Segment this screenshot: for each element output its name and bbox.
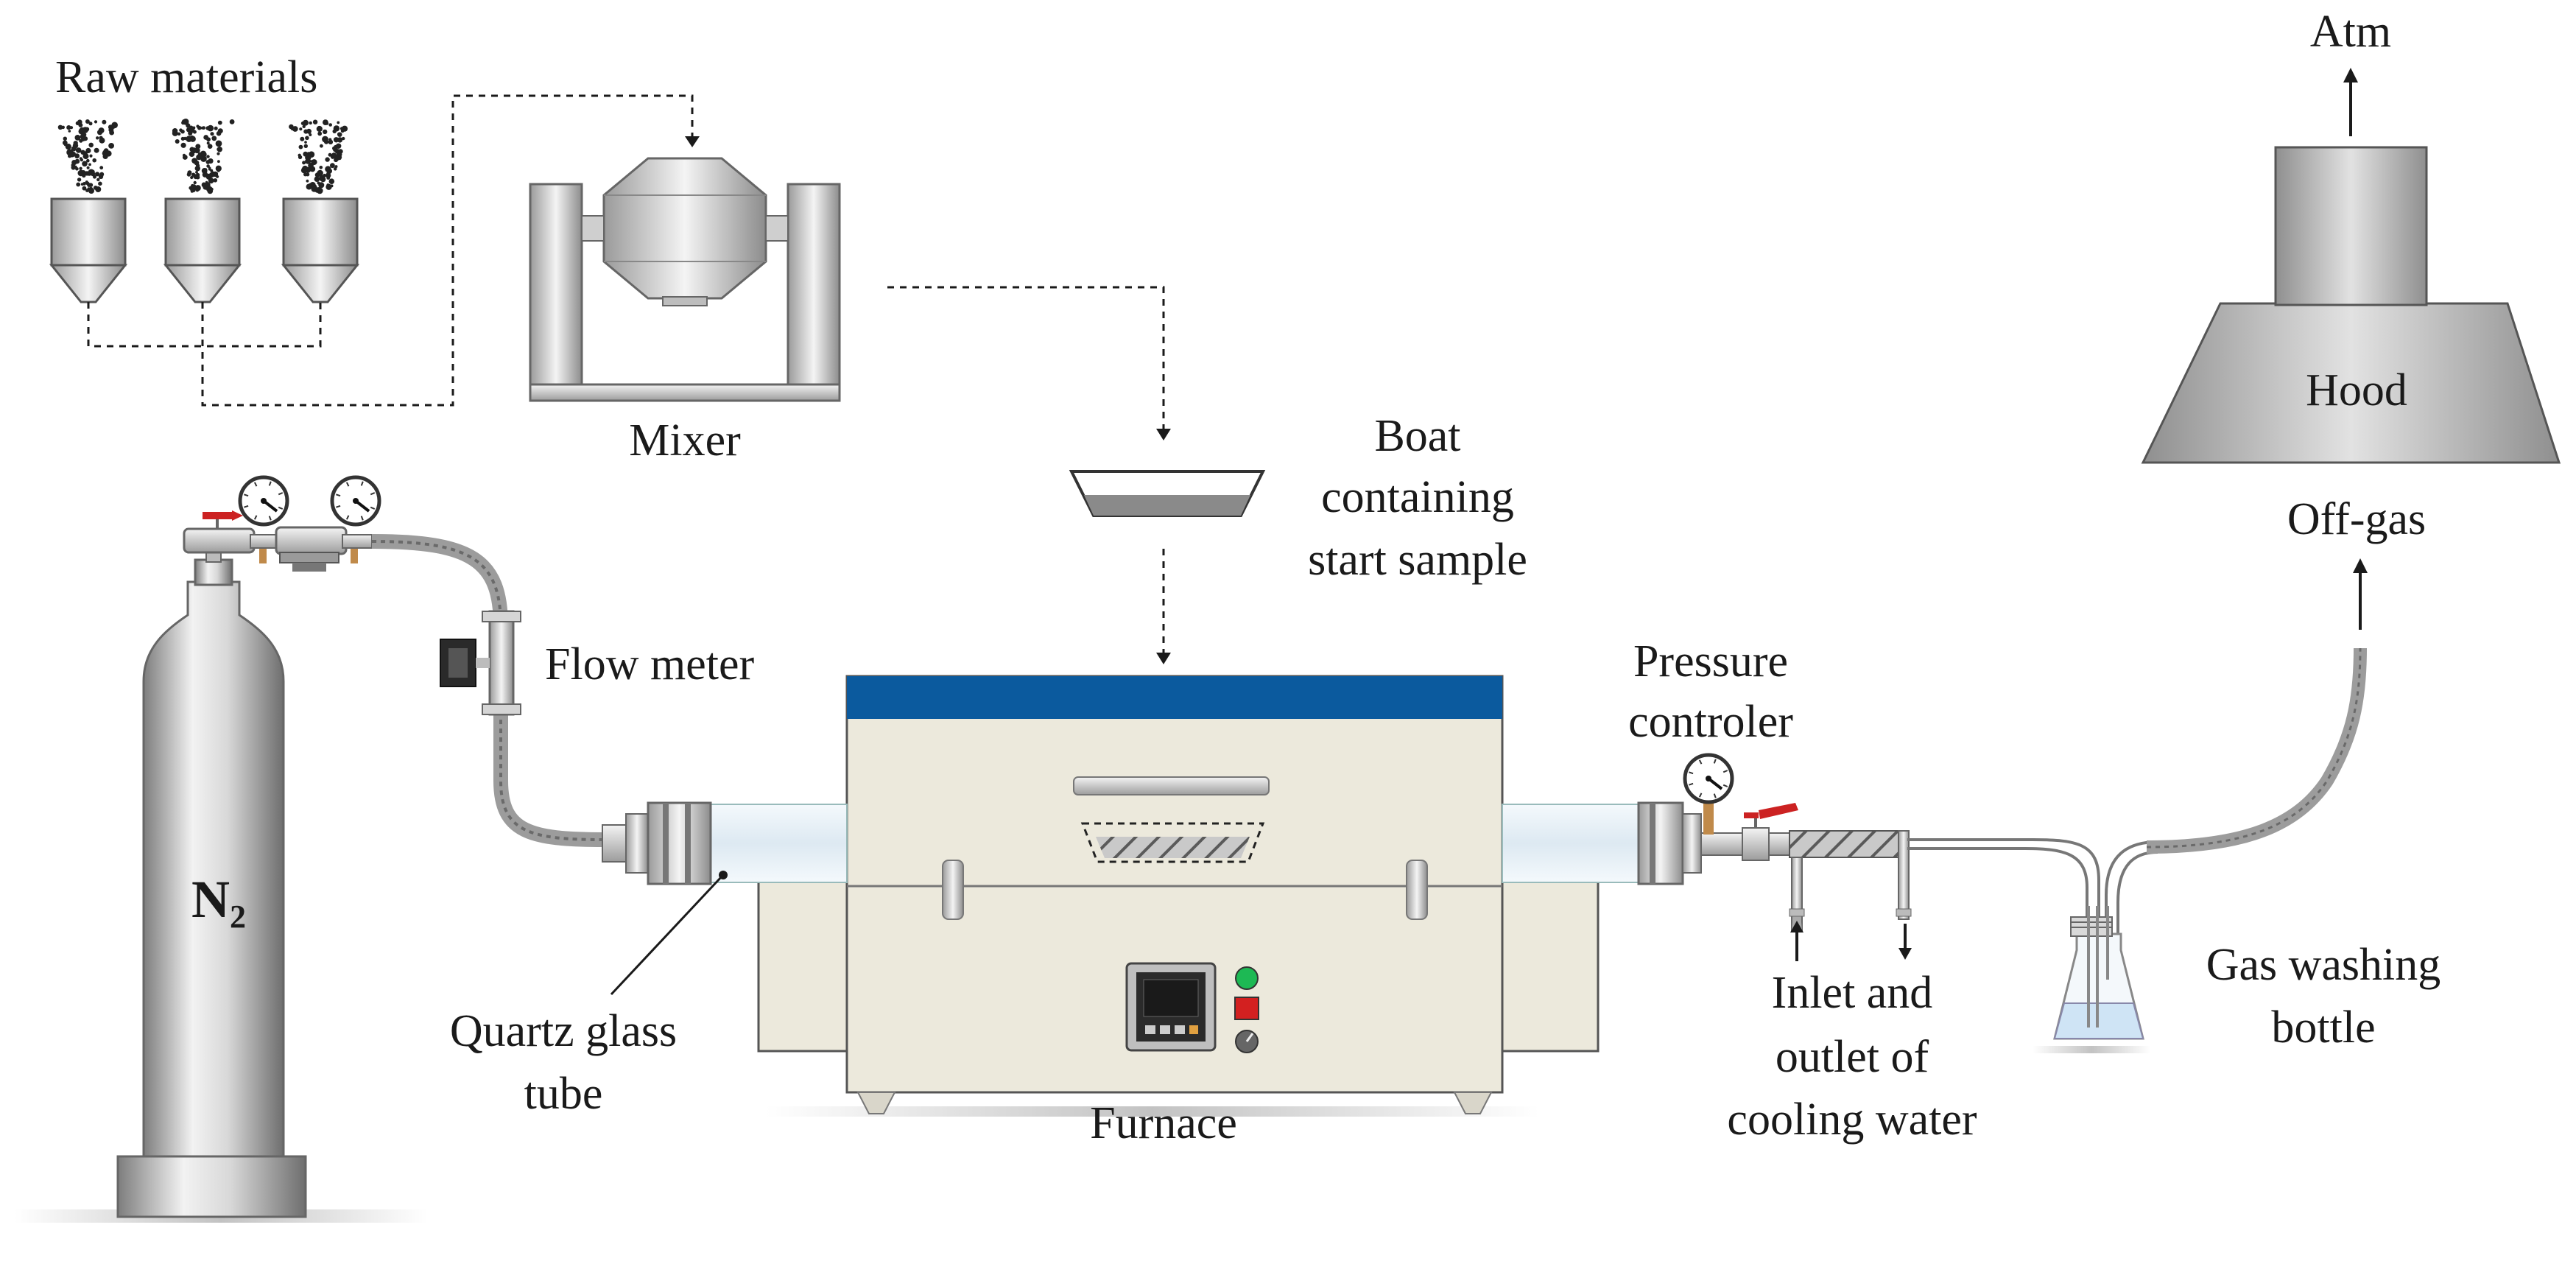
hopper-3 <box>281 197 360 303</box>
label-boat-line1: Boat <box>1374 411 1460 461</box>
stop-button <box>1234 997 1259 1020</box>
nitrogen-cylinder <box>15 548 427 1223</box>
exhaust-hood <box>2141 146 2561 464</box>
cooling-water-in-arrow <box>1790 921 1803 961</box>
off-gas-arrow <box>2353 558 2368 630</box>
furnace-control-panel <box>1125 962 1259 1053</box>
label-inlet-line1: Inlet and <box>1772 968 1933 1018</box>
off-gas-hose <box>2146 647 2367 854</box>
label-boat-line2: containing <box>1321 472 1514 522</box>
furnace-arrowhead <box>1156 653 1171 664</box>
label-off-gas: Off-gas <box>2287 494 2426 544</box>
furnace-latch-right <box>1406 860 1428 920</box>
label-raw-materials: Raw materials <box>55 52 317 102</box>
gas-regulator <box>183 510 373 572</box>
quartz-glass-tube <box>710 804 1639 883</box>
label-pressure-line1: Pressure <box>1633 636 1788 686</box>
gauge-icon <box>330 475 381 527</box>
cooling-water-out-arrow <box>1898 924 1912 960</box>
label-washing-line1: Gas washing <box>2206 940 2441 990</box>
flow-meter <box>440 610 521 716</box>
raw-material-hoppers <box>49 119 360 303</box>
label-quartz-line2: tube <box>524 1069 603 1119</box>
label-inlet-line2: outlet of <box>1776 1032 1929 1082</box>
valve-handle-icon <box>203 512 232 519</box>
furnace-top-panel <box>847 676 1502 719</box>
quartz-leader-line <box>610 871 728 996</box>
furnace-latch-left <box>942 860 964 920</box>
gas-hose <box>371 534 605 847</box>
boat-arrowhead <box>1156 429 1171 440</box>
pressure-controller <box>1703 799 1798 861</box>
gas-washing-bottle <box>2033 906 2150 1053</box>
hopper-1 <box>49 197 128 303</box>
raw-powder-particles <box>57 119 348 194</box>
atm-arrow <box>2343 68 2358 136</box>
label-atm: Atm <box>2310 7 2391 57</box>
label-inlet-line3: cooling water <box>1727 1095 1977 1145</box>
feed-line-to-boat <box>887 286 1165 656</box>
cooling-jacket <box>1789 830 1912 932</box>
sample-boat <box>1069 470 1266 517</box>
tube-flange-left <box>602 801 712 885</box>
mixer <box>529 157 841 402</box>
label-boat-line3: start sample <box>1308 535 1527 585</box>
label-quartz-line1: Quartz glass <box>450 1006 677 1056</box>
label-n2: N2 <box>191 870 246 935</box>
label-pressure-line2: controler <box>1628 697 1793 747</box>
label-furnace: Furnace <box>1090 1098 1237 1148</box>
mixer-feed-arrowhead <box>685 136 700 147</box>
label-hood: Hood <box>2306 365 2407 415</box>
gauge-icon <box>238 475 289 527</box>
gauge-icon <box>1683 753 1734 804</box>
label-washing-line2: bottle <box>2271 1002 2375 1053</box>
hopper-2 <box>163 197 242 303</box>
label-flow-meter: Flow meter <box>545 639 754 689</box>
power-indicator-icon <box>1235 966 1259 990</box>
label-mixer: Mixer <box>629 415 741 466</box>
